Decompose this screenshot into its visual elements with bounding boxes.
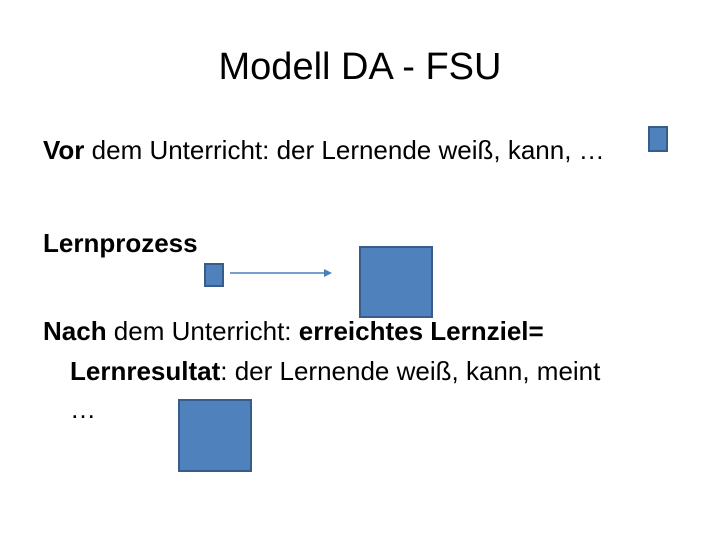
small-square-process: [204, 263, 224, 287]
before-label: Vor: [43, 135, 85, 165]
line-ellipsis: …: [70, 393, 96, 425]
line-learning-process: Lernprozess: [43, 227, 198, 259]
small-square-top: [648, 126, 668, 152]
learning-result-label: Lernresultat: [70, 356, 221, 386]
learning-result-text: : der Lernende weiß, kann, meint: [220, 356, 601, 386]
large-square-result: [178, 399, 252, 472]
after-label: Nach: [43, 316, 107, 346]
learning-goal-label: erreichtes Lernziel=: [298, 316, 544, 346]
line-after-lesson: Nach dem Unterricht: erreichtes Lernziel…: [43, 315, 544, 347]
ellipsis-text: …: [70, 394, 96, 424]
learning-process-label: Lernprozess: [43, 228, 198, 258]
line-learning-result: Lernresultat: der Lernende weiß, kann, m…: [70, 355, 600, 387]
after-text: dem Unterricht:: [106, 316, 299, 346]
line-before-lesson: Vor dem Unterricht: der Lernende weiß, k…: [43, 134, 605, 166]
large-square-process: [359, 246, 433, 318]
before-text: dem Unterricht: der Lernende weiß, kann,…: [84, 135, 605, 165]
arrow-icon: [230, 269, 332, 277]
slide-title: Modell DA - FSU: [218, 46, 502, 88]
